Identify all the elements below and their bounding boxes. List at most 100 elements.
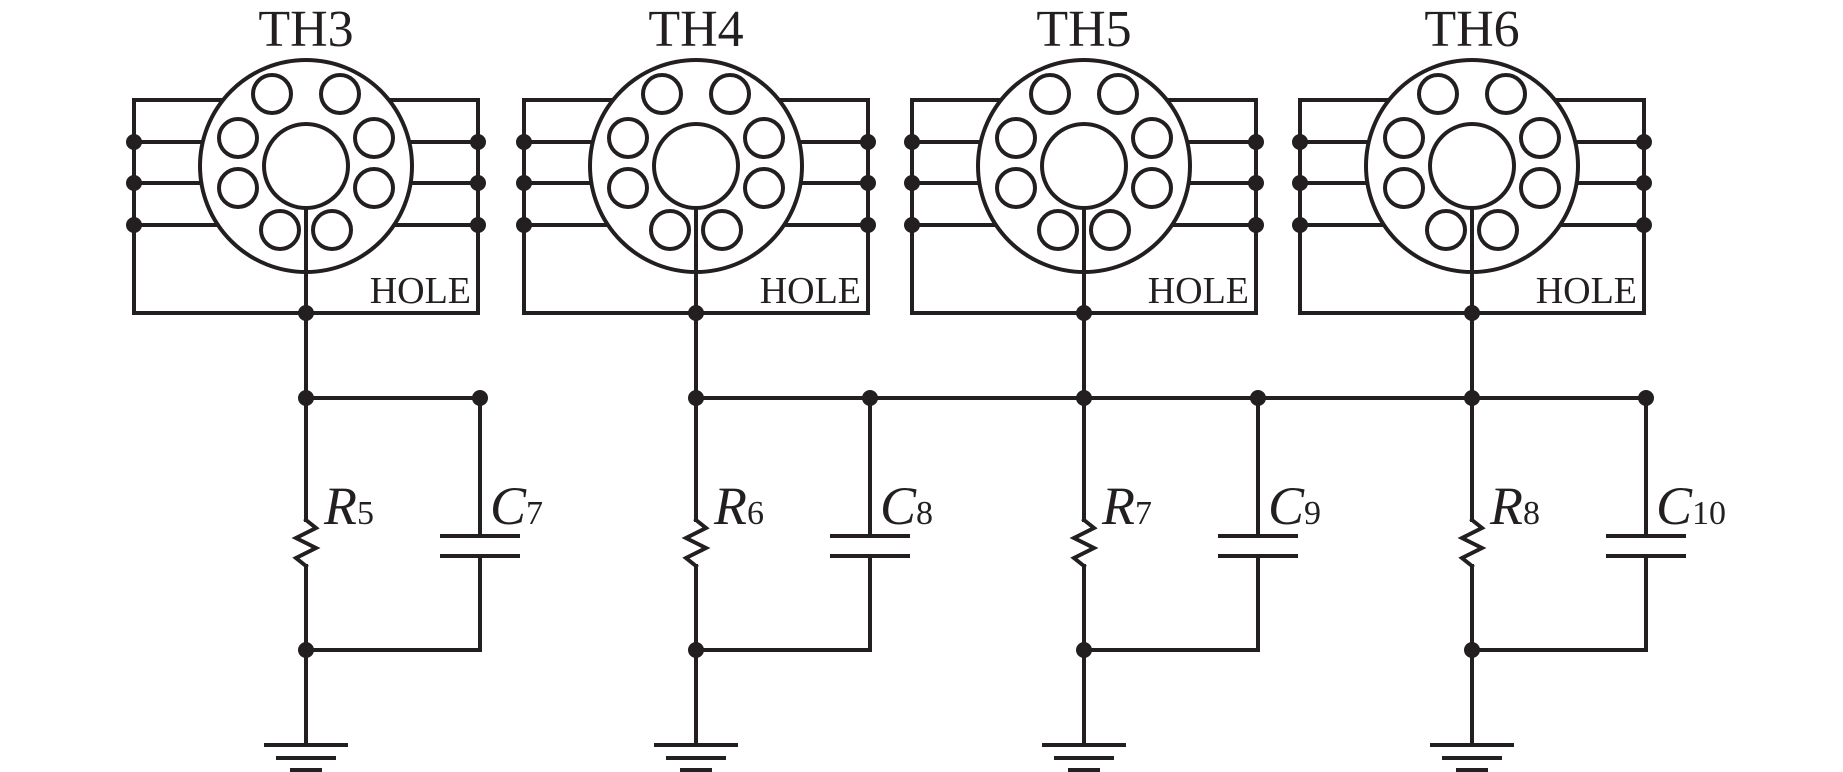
- pin-hole-circle: [1029, 73, 1071, 115]
- ground-icon: [1430, 743, 1514, 772]
- resistor-label: R7: [1101, 476, 1152, 536]
- left-pin-node: [516, 134, 532, 150]
- pin-hole-circle: [319, 73, 361, 115]
- pin-hole-circle: [995, 117, 1037, 159]
- center-hole-circle: [1428, 122, 1516, 210]
- right-pin-node: [860, 134, 876, 150]
- left-pin-node: [126, 175, 142, 191]
- pin-hole-circle: [1383, 117, 1425, 159]
- right-pin-node: [470, 175, 486, 191]
- capacitor-label: C7: [490, 476, 543, 536]
- pin-hole-circle: [1383, 167, 1425, 209]
- pin-hole-circle: [1519, 117, 1561, 159]
- box-bottom-node: [1076, 305, 1092, 321]
- resistor-symbol: [291, 517, 321, 569]
- pin-hole-circle: [701, 209, 743, 251]
- pin-hole-circle: [649, 209, 691, 251]
- pin-hole-circle: [1089, 209, 1131, 251]
- pin-hole-circle: [311, 209, 353, 251]
- hole-label: HOLE: [370, 270, 471, 312]
- hole-label: HOLE: [1148, 270, 1249, 312]
- box-bottom-node: [1464, 305, 1480, 321]
- ground-icon: [654, 743, 738, 772]
- resistor-label: R8: [1489, 476, 1540, 536]
- pin-hole-circle: [353, 167, 395, 209]
- left-pin-node: [126, 217, 142, 233]
- hole-label: HOLE: [760, 270, 861, 312]
- section-title: TH3: [258, 1, 353, 58]
- capacitor-bottom-wire: [1470, 554, 1648, 652]
- pin-hole-circle: [1485, 73, 1527, 115]
- center-hole-circle: [262, 122, 350, 210]
- capacitor-top-node: [472, 390, 488, 406]
- pin-hole-circle: [1425, 209, 1467, 251]
- pin-hole-circle: [1477, 209, 1519, 251]
- pin-hole-circle: [217, 167, 259, 209]
- left-pin-node: [904, 217, 920, 233]
- pin-hole-circle: [743, 117, 785, 159]
- left-pin-node: [1292, 175, 1308, 191]
- capacitor-label: C10: [1656, 476, 1726, 536]
- left-pin-node: [516, 217, 532, 233]
- right-pin-node: [1636, 134, 1652, 150]
- left-pin-node: [904, 134, 920, 150]
- right-pin-node: [1248, 175, 1264, 191]
- pin-hole-circle: [259, 209, 301, 251]
- resistor-label: R6: [713, 476, 764, 536]
- capacitor-bottom-wire: [694, 554, 872, 652]
- resistor-symbol: [1069, 517, 1099, 569]
- capacitor-bottom-wire: [1082, 554, 1260, 652]
- capacitor-top-node: [1638, 390, 1654, 406]
- center-hole-circle: [652, 122, 740, 210]
- pin-hole-circle: [1519, 167, 1561, 209]
- right-pin-node: [1636, 175, 1652, 191]
- pin-hole-circle: [995, 167, 1037, 209]
- section-title: TH5: [1036, 1, 1131, 58]
- left-pin-node: [1292, 134, 1308, 150]
- pin-hole-circle: [1131, 117, 1173, 159]
- section-title: TH4: [648, 1, 743, 58]
- pin-hole-circle: [1097, 73, 1139, 115]
- pin-hole-circle: [251, 73, 293, 115]
- pin-hole-circle: [607, 167, 649, 209]
- right-pin-node: [860, 175, 876, 191]
- hole-label: HOLE: [1536, 270, 1637, 312]
- capacitor-label: C8: [880, 476, 933, 536]
- right-pin-node: [1248, 134, 1264, 150]
- box-bottom-node: [298, 305, 314, 321]
- pin-hole-circle: [1131, 167, 1173, 209]
- pin-hole-circle: [1417, 73, 1459, 115]
- right-pin-node: [470, 134, 486, 150]
- ground-icon: [1042, 743, 1126, 772]
- center-hole-circle: [1040, 122, 1128, 210]
- pin-hole-circle: [607, 117, 649, 159]
- ground-icon: [264, 743, 348, 772]
- resistor-symbol: [681, 517, 711, 569]
- capacitor-bottom-wire: [304, 554, 482, 652]
- capacitor-label: C9: [1268, 476, 1321, 536]
- left-pin-node: [904, 175, 920, 191]
- pin-hole-circle: [743, 167, 785, 209]
- left-pin-node: [126, 134, 142, 150]
- capacitor-top-node: [862, 390, 878, 406]
- pin-hole-circle: [217, 117, 259, 159]
- pin-hole-circle: [641, 73, 683, 115]
- resistor-symbol: [1457, 517, 1487, 569]
- right-pin-node: [1636, 217, 1652, 233]
- right-pin-node: [1248, 217, 1264, 233]
- right-pin-node: [470, 217, 486, 233]
- pin-hole-circle: [709, 73, 751, 115]
- right-pin-node: [860, 217, 876, 233]
- section-title: TH6: [1424, 1, 1519, 58]
- box-bottom-node: [688, 305, 704, 321]
- left-pin-node: [1292, 217, 1308, 233]
- left-pin-node: [516, 175, 532, 191]
- pin-hole-circle: [353, 117, 395, 159]
- pin-hole-circle: [1037, 209, 1079, 251]
- resistor-label: R5: [323, 476, 374, 536]
